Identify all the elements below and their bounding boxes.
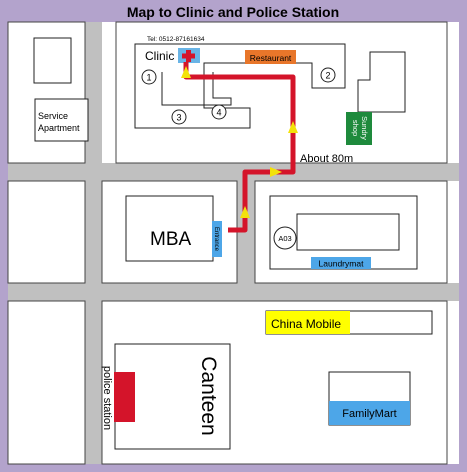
china-mobile-label: China Mobile bbox=[271, 317, 341, 331]
a03-label: A03 bbox=[278, 234, 291, 243]
building-top-left[interactable] bbox=[33, 37, 72, 84]
restaurant-label: Restaurant bbox=[250, 53, 292, 63]
sundry-shop-box[interactable] bbox=[346, 112, 372, 145]
service-apartment[interactable] bbox=[34, 98, 89, 142]
mba-label: MBA bbox=[150, 229, 192, 250]
service-apartment-label-1: Service bbox=[38, 111, 68, 121]
building-number-2: 2 bbox=[325, 71, 330, 81]
building-number-1-circle bbox=[141, 69, 157, 85]
block-top-left bbox=[7, 21, 86, 164]
mba-entrance-label: Entrance bbox=[213, 227, 219, 252]
road-horizontal-upper bbox=[8, 163, 459, 181]
road-vertical-left bbox=[85, 22, 102, 464]
building-number-4-circle bbox=[211, 104, 227, 120]
building-number-2-circle bbox=[320, 67, 336, 83]
map-title: Map to Clinic and Police Station bbox=[127, 4, 339, 20]
laundrymat-label: Laundrymat bbox=[319, 259, 365, 269]
china-mobile-box[interactable] bbox=[266, 311, 350, 334]
roads bbox=[8, 22, 459, 464]
familymart-box[interactable] bbox=[329, 401, 410, 425]
mba-building[interactable] bbox=[125, 195, 214, 262]
sundry-shop-label-2: shop bbox=[351, 120, 360, 136]
building-number-1: 1 bbox=[146, 73, 151, 83]
road-horizontal-lower bbox=[8, 283, 459, 301]
canteen-label: Canteen bbox=[197, 356, 220, 435]
clinic-telephone: Tel: 0512-87161634 bbox=[147, 36, 205, 43]
laundry-inner-wing bbox=[296, 213, 400, 251]
route-arrow-1 bbox=[181, 66, 191, 78]
building-number-4: 4 bbox=[216, 108, 221, 118]
route-arrow-3 bbox=[270, 167, 282, 177]
restaurant-box[interactable] bbox=[245, 50, 296, 64]
building-number-3-circle bbox=[171, 109, 187, 125]
block-middle-left bbox=[7, 180, 86, 284]
service-apartment-label-2: Apartment bbox=[38, 123, 80, 133]
route-arrow-2 bbox=[288, 121, 298, 133]
block-bottom-right bbox=[101, 300, 448, 465]
laundrymat-box[interactable] bbox=[311, 257, 371, 269]
distance-label: About 80m bbox=[300, 153, 353, 165]
block-top-right bbox=[115, 21, 448, 164]
sundry-shop-label-1: Sundry bbox=[360, 116, 369, 140]
block-bottom-left bbox=[7, 300, 86, 465]
clinic-label: Clinic bbox=[145, 49, 174, 63]
mba-entrance-box[interactable] bbox=[212, 221, 222, 257]
block-middle-right bbox=[254, 180, 448, 284]
a03-circle bbox=[273, 226, 297, 250]
police-station-box[interactable] bbox=[114, 372, 135, 422]
route-arrow-4 bbox=[240, 206, 250, 218]
clinic-inner-wing bbox=[161, 72, 232, 106]
familymart-label: FamilyMart bbox=[342, 408, 396, 420]
police-station-label: police station bbox=[101, 366, 113, 430]
building-number-3: 3 bbox=[176, 113, 181, 123]
red-cross-icon-h bbox=[182, 53, 195, 59]
